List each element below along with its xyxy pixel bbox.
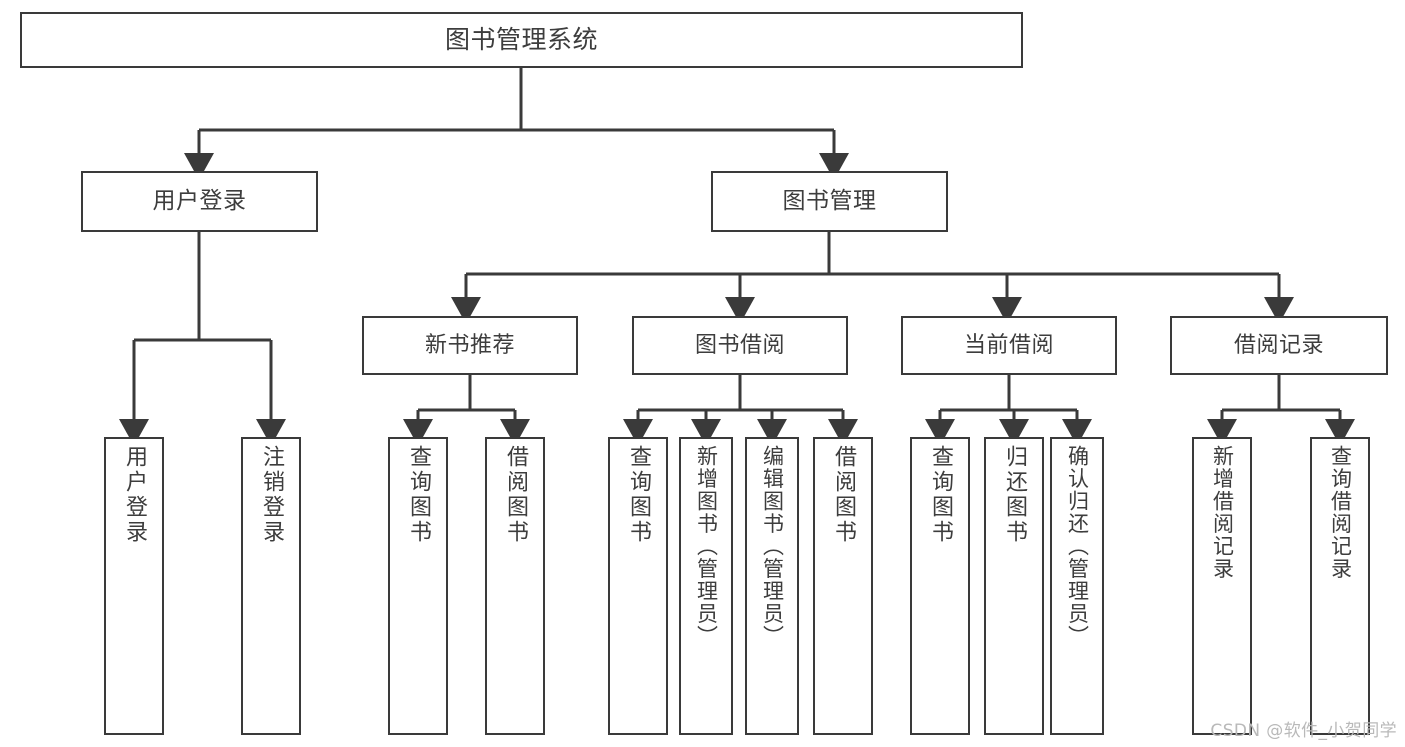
node-new-book-recommend-label: 新书推荐 <box>424 332 515 358</box>
node-leaf-user-login[interactable]: 用户登录 <box>104 437 164 735</box>
node-leaf-return-book[interactable]: 归还图书 <box>984 437 1044 735</box>
node-leaf-confirm-return-admin-label: 确认归还（管理员） <box>1065 445 1090 648</box>
node-leaf-query-book-borrow[interactable]: 查询图书 <box>608 437 668 735</box>
node-new-book-recommend[interactable]: 新书推荐 <box>362 316 578 375</box>
node-leaf-borrow-book-borrow[interactable]: 借阅图书 <box>813 437 873 735</box>
node-leaf-add-borrow-record[interactable]: 新增借阅记录 <box>1192 437 1252 735</box>
node-leaf-query-borrow-record-label: 查询借阅记录 <box>1328 445 1353 580</box>
node-leaf-query-book-borrow-label: 查询图书 <box>626 445 651 545</box>
node-leaf-user-login-label: 用户登录 <box>122 445 147 545</box>
node-borrow-record-label: 借阅记录 <box>1233 332 1324 358</box>
node-leaf-add-borrow-record-label: 新增借阅记录 <box>1210 445 1235 580</box>
node-leaf-borrow-book-borrow-label: 借阅图书 <box>831 445 856 545</box>
edges-newbook-to-leaves <box>403 375 530 446</box>
edges-userlogin-to-leaves <box>119 232 286 446</box>
node-leaf-query-borrow-record[interactable]: 查询借阅记录 <box>1310 437 1370 735</box>
node-leaf-query-book-new[interactable]: 查询图书 <box>388 437 448 735</box>
node-book-management[interactable]: 图书管理 <box>711 171 948 232</box>
node-leaf-query-book-current-label: 查询图书 <box>928 445 953 545</box>
node-leaf-user-logout[interactable]: 注销登录 <box>241 437 301 735</box>
csdn-watermark: CSDN @软件_小贺同学 <box>1210 721 1397 741</box>
node-current-borrow[interactable]: 当前借阅 <box>901 316 1117 375</box>
node-user-login-label: 用户登录 <box>152 187 247 214</box>
node-leaf-return-book-label: 归还图书 <box>1002 445 1027 545</box>
node-root-system[interactable]: 图书管理系统 <box>20 12 1023 68</box>
node-leaf-borrow-book-new[interactable]: 借阅图书 <box>485 437 545 735</box>
edges-bookmgmt-to-level2 <box>451 232 1294 324</box>
edges-currentborrow-to-leaves <box>925 375 1092 446</box>
node-user-login[interactable]: 用户登录 <box>81 171 318 232</box>
node-leaf-add-book-admin[interactable]: 新增图书（管理员） <box>679 437 733 735</box>
node-leaf-query-book-new-label: 查询图书 <box>406 445 431 545</box>
node-leaf-edit-book-admin-label: 编辑图书（管理员） <box>760 445 785 648</box>
edges-root-to-level1 <box>184 68 849 180</box>
node-book-management-label: 图书管理 <box>782 187 877 214</box>
node-leaf-user-logout-label: 注销登录 <box>259 445 284 545</box>
edges-bookborrow-to-leaves <box>623 375 858 446</box>
edges-borrowrecord-to-leaves <box>1207 375 1355 446</box>
node-leaf-borrow-book-new-label: 借阅图书 <box>503 445 528 545</box>
node-current-borrow-label: 当前借阅 <box>963 332 1054 358</box>
node-book-borrow[interactable]: 图书借阅 <box>632 316 848 375</box>
node-root-system-label: 图书管理系统 <box>444 25 598 55</box>
node-leaf-confirm-return-admin[interactable]: 确认归还（管理员） <box>1050 437 1104 735</box>
node-leaf-query-book-current[interactable]: 查询图书 <box>910 437 970 735</box>
node-borrow-record[interactable]: 借阅记录 <box>1170 316 1388 375</box>
node-leaf-edit-book-admin[interactable]: 编辑图书（管理员） <box>745 437 799 735</box>
node-leaf-add-book-admin-label: 新增图书（管理员） <box>694 445 719 648</box>
node-book-borrow-label: 图书借阅 <box>694 332 785 358</box>
